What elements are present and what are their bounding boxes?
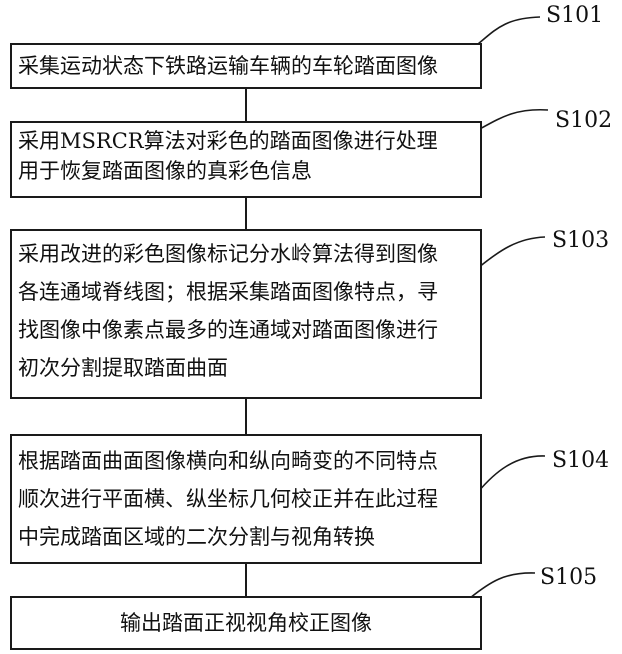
step-text-line: 各连通域脊线图；根据采集踏面图像特点，寻: [18, 273, 474, 311]
leader-s101: [478, 17, 540, 44]
leader-s105: [470, 573, 535, 598]
step-text-line: 用于恢复踏面图像的真彩色信息: [18, 156, 474, 186]
leader-s104: [478, 456, 545, 492]
step-text-line: 顺次进行平面横、纵坐标几何校正并在此过程: [18, 480, 474, 518]
step-text-line: 输出踏面正视视角校正图像: [18, 608, 474, 638]
step-text-line: 采用改进的彩色图像标记分水岭算法得到图像: [18, 235, 474, 273]
step-box-s104: 根据踏面曲面图像横向和纵向畸变的不同特点 顺次进行平面横、纵坐标几何校正并在此过…: [10, 434, 482, 564]
leader-s102: [478, 110, 548, 130]
step-label-s103: S103: [552, 228, 609, 253]
step-label-s105: S105: [540, 565, 597, 590]
leader-s103: [478, 237, 545, 268]
step-text-line: 采集运动状态下铁路运输车辆的车轮踏面图像: [18, 51, 474, 81]
step-text-line: 根据踏面曲面图像横向和纵向畸变的不同特点: [18, 442, 474, 480]
step-box-s105: 输出踏面正视视角校正图像: [10, 596, 482, 650]
step-text-line: 初次分割提取踏面曲面: [18, 349, 474, 387]
step-label-s104: S104: [552, 448, 609, 473]
step-text-line: 中完成踏面区域的二次分割与视角转换: [18, 518, 474, 556]
step-box-s103: 采用改进的彩色图像标记分水岭算法得到图像 各连通域脊线图；根据采集踏面图像特点，…: [10, 229, 482, 399]
step-label-s102: S102: [555, 108, 612, 133]
step-text-line: 找图像中像素点最多的连通域对踏面图像进行: [18, 311, 474, 349]
step-text-line: 采用MSRCR算法对彩色的踏面图像进行处理: [18, 126, 474, 156]
step-box-s101: 采集运动状态下铁路运输车辆的车轮踏面图像: [10, 43, 482, 89]
step-box-s102: 采用MSRCR算法对彩色的踏面图像进行处理 用于恢复踏面图像的真彩色信息: [10, 121, 482, 198]
step-label-s101: S101: [546, 3, 603, 28]
